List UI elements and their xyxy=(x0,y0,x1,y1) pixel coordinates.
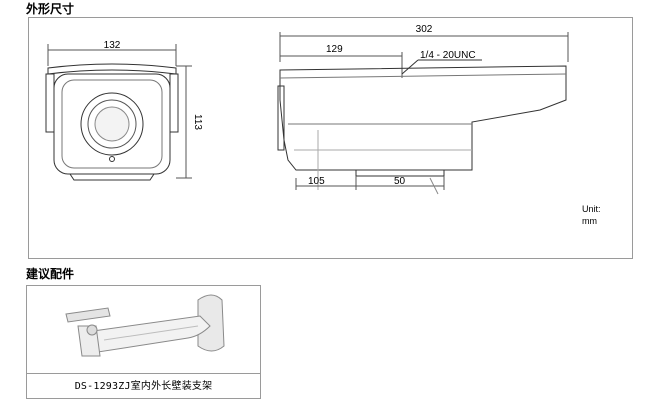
dimensions-heading: 外形尺寸 xyxy=(26,2,75,16)
side-bottom-mid-label: 50 xyxy=(394,176,406,187)
front-sun-shield xyxy=(47,63,177,75)
front-lens-outer-ring xyxy=(80,92,144,156)
bracket-arm-highlight xyxy=(103,325,199,341)
dimensions-panel xyxy=(28,17,633,259)
unit-label: Unit: xyxy=(582,204,601,214)
unit-value: mm xyxy=(582,216,597,226)
front-width-label: 132 xyxy=(104,40,121,51)
side-front-cap xyxy=(277,85,285,151)
front-right-rail xyxy=(169,73,179,133)
bracket-wall-plate xyxy=(197,294,225,352)
bracket-arm xyxy=(85,315,211,353)
side-top-segment-label: 129 xyxy=(326,44,343,55)
side-camera-body xyxy=(279,65,567,171)
front-indicator-dot xyxy=(109,156,115,162)
front-housing-inner xyxy=(61,79,163,169)
side-length-label: 302 xyxy=(416,24,433,35)
accessories-heading: 建议配件 xyxy=(26,267,75,281)
side-view xyxy=(277,32,569,195)
front-height-label: 113 xyxy=(192,114,203,130)
side-shield-edge xyxy=(279,73,567,79)
side-bottom-left-label: 105 xyxy=(308,176,325,187)
accessory-panel: DS-1293ZJ室内外长壁装支架 xyxy=(26,285,261,399)
accessory-divider xyxy=(27,373,260,374)
thread-leader-line xyxy=(401,59,419,75)
wall-bracket-illustration xyxy=(65,294,225,357)
front-lens-inner-ring xyxy=(87,99,137,149)
accessory-caption: DS-1293ZJ室内外长壁装支架 xyxy=(74,381,213,392)
front-view xyxy=(45,44,192,181)
thread-label: 1/4 - 20UNC xyxy=(420,50,476,61)
front-left-rail xyxy=(45,73,55,133)
front-bottom-plate xyxy=(69,173,155,181)
mount-leader-line xyxy=(429,177,439,195)
bracket-joint xyxy=(86,324,98,336)
front-lens-glass xyxy=(94,106,130,142)
bracket-mount-head xyxy=(65,307,111,323)
